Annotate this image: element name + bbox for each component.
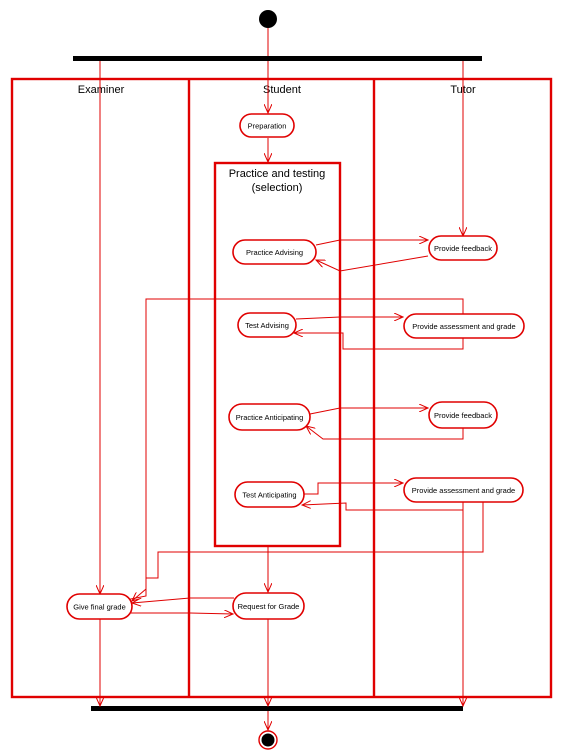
- activity-provide-feedback-2: Provide feedback: [428, 401, 498, 429]
- flow-assessment2-to-give-final-grade: [106, 478, 484, 604]
- activity-practice-advising-label: Practice Advising: [246, 248, 303, 257]
- final-node-inner: [261, 733, 275, 747]
- initial-node: [259, 10, 277, 28]
- activity-request-for-grade: Request for Grade: [232, 592, 305, 620]
- activity-provide-assessment-2-label: Provide assessment and grade: [412, 486, 515, 495]
- lane-examiner-label: Examiner: [78, 84, 125, 96]
- join-bar: [91, 706, 463, 711]
- activity-test-anticipating-label: Test Anticipating: [242, 491, 296, 500]
- activity-give-final-grade-label: Give final grade: [73, 603, 126, 612]
- fork-bar: [73, 56, 482, 61]
- lane-student-label: Student: [263, 84, 301, 96]
- activity-give-final-grade: Give final grade: [66, 593, 133, 620]
- activity-preparation-label: Preparation: [248, 122, 287, 131]
- flow-test-anticipating-to-assessment: [304, 483, 403, 495]
- activity-provide-feedback-1: Provide feedback: [428, 235, 498, 261]
- practice-testing-region: [213, 161, 342, 548]
- flow-assessment-to-test-advising: [294, 333, 464, 350]
- flow-assessment1-to-give-final-grade: [132, 298, 464, 601]
- activity-test-advising: Test Advising: [237, 312, 297, 338]
- flow-practice-advising-to-feedback: [315, 240, 428, 246]
- activity-test-anticipating: Test Anticipating: [234, 481, 305, 508]
- flow-test-advising-to-assessment: [295, 317, 403, 319]
- swimlane-frame: [10, 77, 553, 699]
- activity-request-for-grade-label: Request for Grade: [238, 602, 300, 611]
- activity-practice-advising: Practice Advising: [232, 239, 317, 265]
- flow-feedback2-to-practice-anticipating: [306, 426, 464, 440]
- flow-lines: [100, 28, 484, 730]
- activity-provide-feedback-2-label: Provide feedback: [434, 411, 492, 420]
- activity-practice-anticipating-label: Practice Anticipating: [236, 413, 304, 422]
- flow-request-to-give-final-grade: [132, 597, 234, 603]
- activity-provide-assessment-1: Provide assessment and grade: [403, 313, 525, 339]
- flow-practice-anticipating-to-feedback: [309, 408, 428, 415]
- region-title-line1: Practice and testing: [229, 168, 326, 180]
- activity-practice-anticipating: Practice Anticipating: [228, 403, 311, 431]
- activity-provide-assessment-2: Provide assessment and grade: [403, 477, 524, 503]
- activity-test-advising-label: Test Advising: [245, 321, 289, 330]
- activity-preparation: Preparation: [239, 113, 295, 138]
- activity-provide-assessment-1-label: Provide assessment and grade: [412, 322, 515, 331]
- flow-feedback-to-practice-advising: [316, 255, 429, 272]
- flow-give-final-grade-to-request: [131, 613, 233, 614]
- activity-provide-feedback-1-label: Provide feedback: [434, 244, 492, 253]
- region-title-line2: (selection): [252, 182, 303, 194]
